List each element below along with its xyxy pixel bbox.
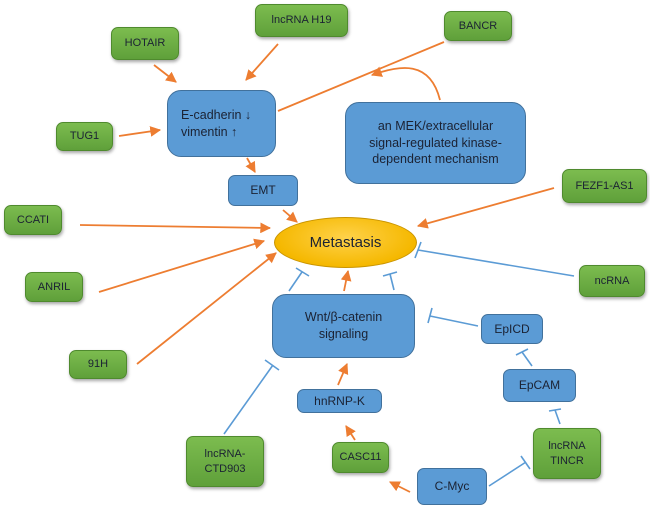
edge-epcam-epicd <box>521 351 533 367</box>
node-casc11: CASC11 <box>332 442 389 473</box>
node-tug1: TUG1 <box>56 122 113 151</box>
edge-ctd903-wnt <box>223 364 274 435</box>
edge-wnt-metastasis <box>340 269 352 292</box>
node-hotair: HOTAIR <box>111 27 179 60</box>
edge-epicd-wnt <box>429 315 479 327</box>
node-anril: ANRIL <box>25 272 83 302</box>
edge-ecad-emt <box>245 157 256 173</box>
edge-wnt-right-metastasis <box>389 273 395 291</box>
edge-cmyc-casc11 <box>389 481 411 493</box>
node-lncrna-ctd903: lncRNA- CTD903 <box>186 436 264 487</box>
node-fezf1-as1: FEZF1-AS1 <box>562 169 647 203</box>
node-mek-erk-mechanism: an MEK/extracellular signal-regulated ki… <box>345 102 526 184</box>
tbar-wnt-left <box>295 267 310 277</box>
edge-wnt-left-metastasis <box>288 271 303 292</box>
tbar-cmyc <box>520 455 531 470</box>
tbar-tincr <box>548 408 562 412</box>
edge-bancr-ecad <box>277 41 445 112</box>
edge-91h-metastasis <box>136 252 277 365</box>
node-emt: EMT <box>228 175 298 206</box>
node-metastasis: Metastasis <box>274 217 417 268</box>
node-ccati: CCATI <box>4 205 62 235</box>
node-epcam: EpCAM <box>503 369 576 402</box>
tbar-wnt-right <box>382 271 398 277</box>
tbar-ncrna <box>414 241 422 259</box>
tbar-epcam <box>515 348 529 356</box>
node-wnt-beta-catenin: Wnt/β-catenin signaling <box>272 294 415 358</box>
edge-hotair-ecad <box>153 64 177 83</box>
edge-cmyc-tincr <box>488 461 527 487</box>
edge-tug1-ecad <box>118 126 162 137</box>
node-ncrna: ncRNA <box>579 265 645 297</box>
edge-fezf1-metastasis <box>416 187 555 229</box>
edge-ccati-metastasis <box>79 222 272 234</box>
edge-hnrnpk-wnt <box>337 363 349 386</box>
tbar-ctd903 <box>264 359 280 371</box>
node-bancr: BANCR <box>444 11 512 41</box>
node-epicd: EpICD <box>481 314 543 344</box>
edge-ncrna-metastasis <box>417 249 575 277</box>
node-91h: 91H <box>69 350 127 379</box>
edge-casc11-hnrnpk <box>345 425 356 441</box>
node-hnrnp-k: hnRNP-K <box>297 389 382 413</box>
edge-h19-ecad <box>245 43 279 81</box>
node-lncrna-tincr: lncRNA TINCR <box>533 428 601 479</box>
tbar-epicd <box>427 307 433 324</box>
node-lncrna-h19: lncRNA H19 <box>255 4 348 37</box>
node-c-myc: C-Myc <box>417 468 487 505</box>
edge-emt-metastasis <box>282 209 298 223</box>
edge-anril-metastasis <box>98 238 266 293</box>
node-ecadherin-vimentin: E-cadherin ↓ vimentin ↑ <box>167 90 276 157</box>
edge-tincr-epcam <box>554 409 561 425</box>
edge-mek-bancr <box>370 66 441 101</box>
